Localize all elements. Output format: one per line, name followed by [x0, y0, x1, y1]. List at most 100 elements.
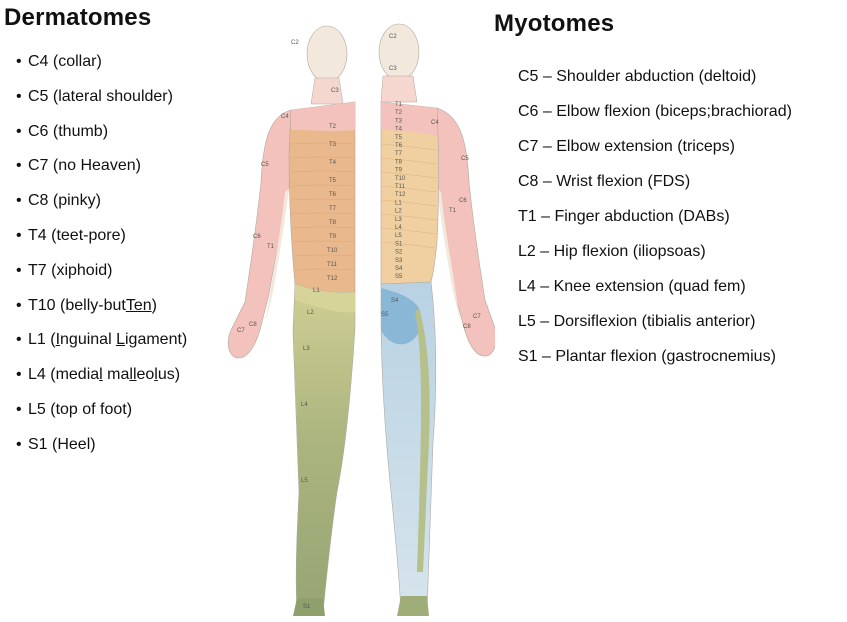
back-spine-labels: T1T2T3T4T5T6T7T8T9T10T11T12L1L2L3L4L5S1S… [395, 102, 406, 280]
front-chest-c4 [291, 102, 355, 131]
dermatome-item: • C6 (thumb) [16, 121, 187, 156]
dermatome-text: I [55, 331, 61, 349]
dermatome-item: • S1 (Heel) [16, 434, 187, 469]
back-head [378, 23, 420, 81]
back-spine-label: T9 [395, 168, 403, 174]
myotome-item: C5 – Shoulder abduction (deltoid) [518, 68, 757, 85]
front-label-t7: T7 [329, 206, 337, 212]
dermatome-text: L5 (top of foot) [28, 400, 133, 418]
back-spine-label: L4 [395, 225, 402, 231]
back-spine-label: L1 [395, 200, 402, 206]
back-torso [380, 101, 439, 285]
front-label-c7: C7 [237, 328, 245, 334]
back-label-t1: T1 [449, 208, 457, 214]
bullet: • [16, 435, 22, 453]
dermatome-item: • L5 (top of foot) [16, 399, 187, 434]
back-spine-label: S3 [395, 258, 403, 264]
dermatome-text: L1 ( [28, 331, 56, 349]
dermatome-text: l [99, 366, 103, 384]
front-label-t3: T3 [329, 142, 337, 148]
dermatome-text: T4 (teet-pore) [28, 226, 126, 244]
back-spine-label: S4 [395, 266, 403, 272]
front-label-s1: S1 [303, 604, 311, 610]
dermatome-item: •C7 (no Heaven) [16, 155, 187, 190]
back-spine-label: L5 [395, 233, 402, 239]
dermatome-text: eo [136, 366, 155, 384]
dermatome-body-diagram: C2 C3 C4 C5 C6 C7 C8 T1 T2 T3 T4 T5 T6 T… [205, 12, 495, 620]
front-foot-s1 [293, 598, 325, 616]
myotome-item: T1 – Finger abduction (DABs) [518, 208, 730, 225]
back-upper-c4 [381, 102, 437, 136]
myotomes-list: C5 – Shoulder abduction (deltoid)C6 – El… [518, 66, 792, 381]
front-head [306, 25, 348, 83]
front-label-t6: T6 [329, 192, 337, 198]
back-spine-label: T11 [395, 184, 406, 190]
back-label-c8: C8 [463, 324, 471, 330]
body-figure-svg: C2 C3 C4 C5 C6 C7 C8 T1 T2 T3 T4 T5 T6 T… [227, 12, 495, 620]
back-spine-label: T1 [395, 102, 403, 108]
myotome-item: L4 – Knee extension (quad fem) [518, 278, 746, 295]
front-label-t1: T1 [267, 244, 275, 250]
back-label-c2: C2 [389, 34, 397, 40]
myotome-item: C7 – Elbow extension (triceps) [518, 138, 735, 155]
front-l1-band [295, 284, 355, 313]
front-label-t4: T4 [329, 160, 337, 166]
back-arm-inner-t1 [437, 188, 461, 324]
front-label-c2: C2 [291, 40, 299, 46]
dermatome-text: C4 (collar) [28, 53, 102, 70]
back-spine-label: T10 [395, 176, 406, 182]
myotomes-title: Myotomes [494, 10, 615, 37]
back-label-c6: C6 [459, 198, 467, 204]
dermatome-item: • T4 (teet-pore) [16, 225, 187, 260]
front-label-t9: T9 [329, 234, 337, 240]
dermatome-text: C6 (thumb) [28, 122, 109, 140]
front-arm-inner-t1 [265, 188, 289, 324]
back-spine-label: T8 [395, 159, 403, 165]
dermatome-item: •T7 (xiphoid) [16, 260, 187, 295]
front-label-c8: C8 [249, 322, 257, 328]
back-foot [397, 596, 429, 616]
front-label-l4: L4 [301, 402, 308, 408]
dermatome-item: • C4 (collar) [16, 51, 187, 86]
back-spine-label: T7 [395, 151, 403, 157]
bullet: • [16, 87, 22, 105]
front-label-c4: C4 [281, 114, 289, 120]
front-label-t8: T8 [329, 220, 337, 226]
front-label-t11: T11 [327, 262, 338, 268]
dermatome-text: T10 (belly-but [28, 296, 126, 314]
dermatome-text: T7 (xiphoid) [28, 261, 113, 279]
dermatome-text: L4 (media [28, 366, 100, 384]
bullet: • [16, 122, 22, 140]
dermatome-text: S1 (Heel) [28, 435, 96, 453]
front-label-t2: T2 [329, 124, 337, 130]
back-label-c3: C3 [389, 66, 397, 72]
back-label-c5: C5 [461, 156, 469, 162]
bullet: • [16, 53, 22, 70]
dermatome-text: us) [157, 366, 181, 384]
dermatome-text: C7 (no Heaven) [28, 157, 141, 175]
dermatome-text: Ten [125, 296, 152, 314]
bullet: • [16, 226, 22, 244]
back-spine-label: S5 [395, 274, 403, 280]
dermatome-item: •L4 (medial malleolus) [16, 364, 187, 399]
dermatome-text: l [154, 366, 158, 384]
dermatome-item: •C8 (pinky) [16, 190, 187, 225]
front-arm [227, 109, 292, 359]
bullet: • [16, 192, 22, 210]
front-label-t12: T12 [327, 276, 338, 282]
bullet: • [16, 400, 22, 418]
front-label-l2: L2 [307, 310, 314, 316]
back-leg-lateral-l5 [415, 308, 430, 572]
back-spine-label: L3 [395, 217, 402, 223]
dermatome-text: nguinal [60, 331, 117, 349]
back-label-c7: C7 [473, 314, 481, 320]
dermatome-text: ll [129, 366, 137, 384]
myotome-item: C8 – Wrist flexion (FDS) [518, 173, 691, 190]
back-spine-label: S2 [395, 250, 403, 256]
myotome-item: L2 – Hip flexion (iliopsoas) [518, 243, 706, 260]
bullet: • [16, 366, 22, 384]
back-spine-label: S1 [395, 241, 403, 247]
front-label-l1: L1 [313, 288, 320, 294]
front-label-t10: T10 [327, 248, 338, 254]
dermatome-item: •L1 (Inguinal Ligament) [16, 329, 187, 364]
